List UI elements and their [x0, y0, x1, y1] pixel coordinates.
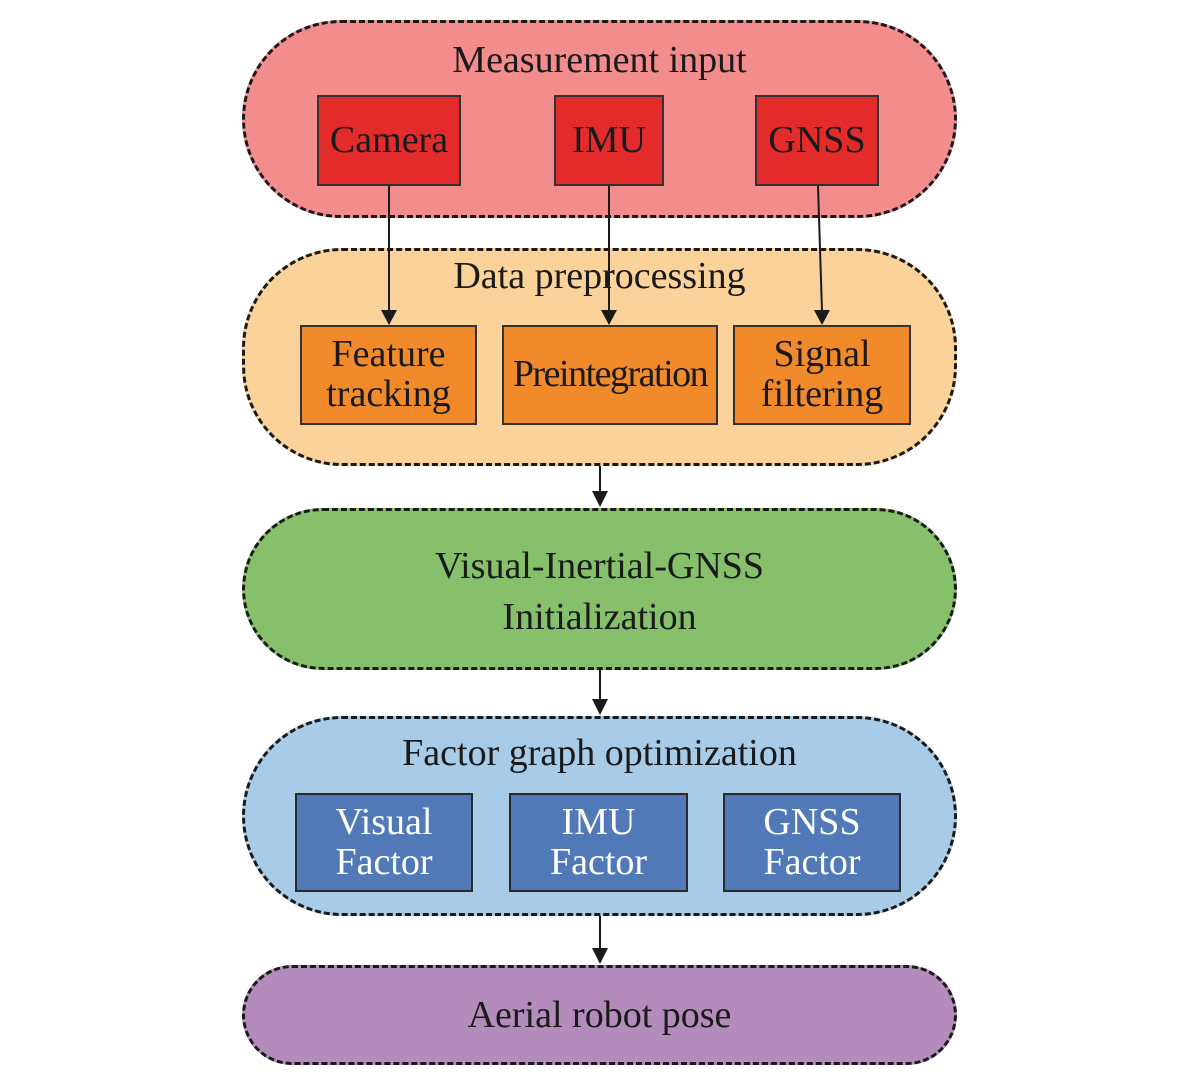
- gnss-sensor-box: GNSS: [755, 95, 879, 186]
- visual-factor-label: Visual Factor: [335, 800, 433, 883]
- camera-sensor-label: Camera: [329, 118, 449, 161]
- signal-filtering-box: Signal filtering: [733, 325, 911, 425]
- arrowhead-optimization-to-output: [592, 948, 608, 964]
- imu-factor-label: IMU Factor: [549, 800, 648, 883]
- gnss-sensor-label: GNSS: [768, 118, 866, 161]
- feature-tracking-label: Feature tracking: [326, 333, 451, 415]
- imu-sensor-box: IMU: [554, 95, 664, 186]
- signal-filtering-label: Signal filtering: [760, 333, 884, 415]
- output-title: Aerial robot pose: [467, 994, 732, 1036]
- gnss-factor-box: GNSS Factor: [723, 793, 901, 892]
- preintegration-label: Preintegration: [512, 353, 709, 396]
- gnss-factor-label: GNSS Factor: [763, 800, 861, 883]
- camera-sensor-box: Camera: [317, 95, 461, 186]
- data-preprocessing-title: Data preprocessing: [453, 255, 746, 297]
- initialization-stage: Visual-Inertial-GNSS Initialization: [242, 508, 957, 670]
- visual-factor-box: Visual Factor: [295, 793, 473, 892]
- imu-factor-box: IMU Factor: [509, 793, 688, 892]
- initialization-title: Visual-Inertial-GNSS Initialization: [434, 545, 765, 639]
- factor-graph-optimization-title: Factor graph optimization: [402, 732, 797, 774]
- imu-sensor-label: IMU: [572, 118, 646, 161]
- output-stage: Aerial robot pose: [242, 965, 957, 1065]
- measurement-input-title: Measurement input: [452, 39, 747, 81]
- preintegration-box: Preintegration: [502, 325, 718, 425]
- feature-tracking-box: Feature tracking: [300, 325, 477, 425]
- arrowhead-preprocessing-to-initialization: [592, 491, 608, 507]
- arrowhead-initialization-to-optimization: [592, 699, 608, 715]
